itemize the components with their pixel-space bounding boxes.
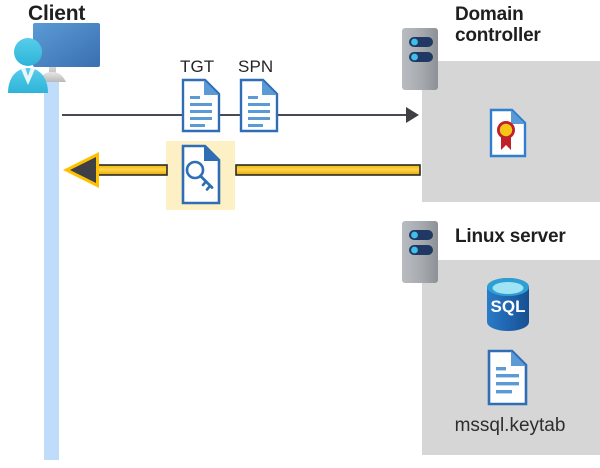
domain-controller-panel: [422, 61, 600, 202]
tgt-label: TGT: [180, 57, 215, 76]
response-arrow: [63, 152, 421, 188]
spn-label: SPN: [238, 57, 274, 76]
linux-server-title: Linux server: [455, 226, 566, 247]
domain-controller-title: Domain controller: [455, 4, 541, 47]
client-lifeline: [44, 76, 59, 460]
response-highlight-box: [166, 141, 235, 210]
tgt-document-icon: [181, 78, 221, 133]
client-title: Client: [28, 2, 86, 25]
keytab-file-label: mssql.keytab: [454, 415, 566, 436]
request-arrow: [62, 107, 419, 123]
spn-document-icon: [239, 78, 279, 133]
